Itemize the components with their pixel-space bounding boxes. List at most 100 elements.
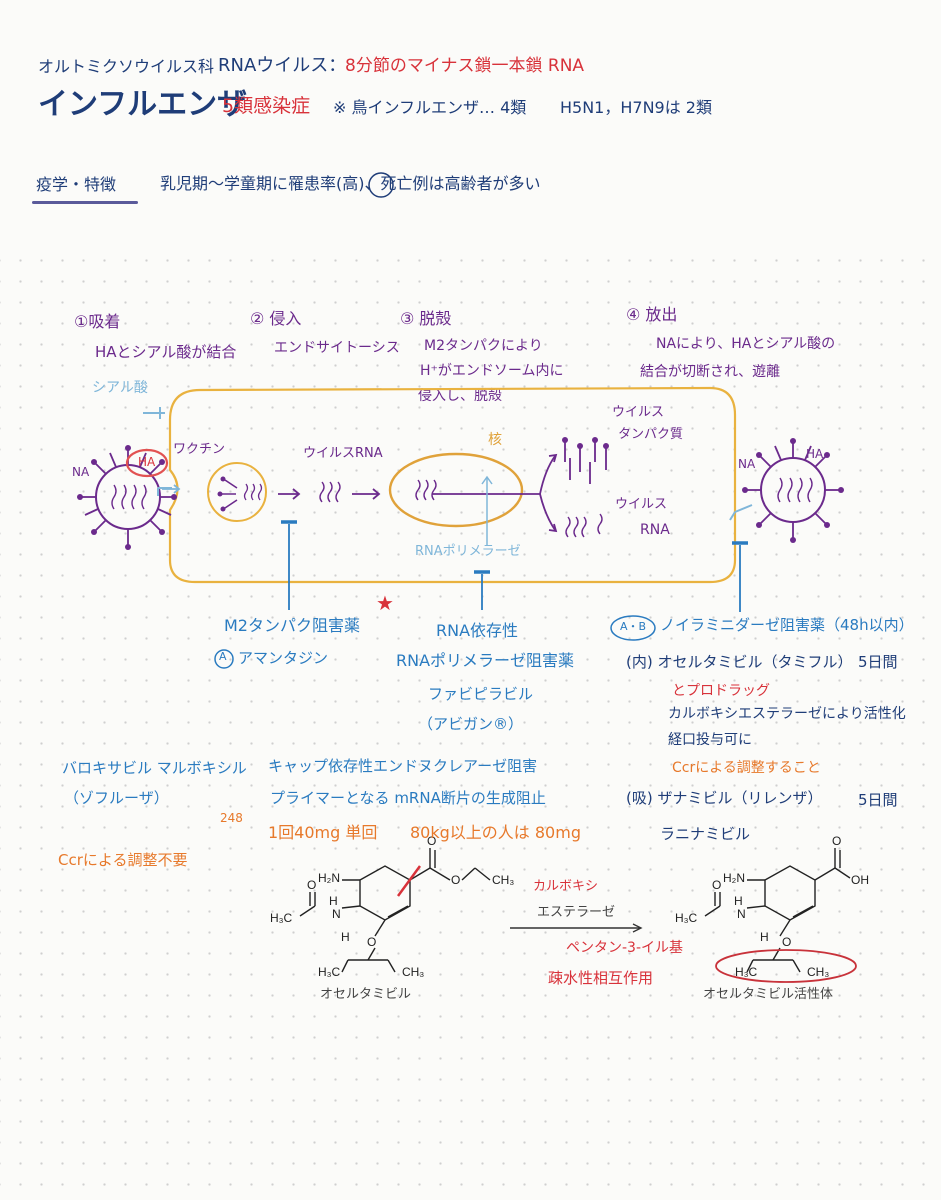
- svg-text:H: H: [760, 930, 769, 944]
- dose-heavy-label: 80kg以上の人は 80mg: [410, 823, 581, 842]
- stage-2-title: ② 侵入: [250, 309, 302, 328]
- vaccine-label: ワクチン: [173, 442, 226, 457]
- viral-rna-squiggles: [319, 481, 341, 503]
- stage-3-desc-3: 侵入し、脱殻: [418, 388, 502, 404]
- avigan-label: （アビガン®）: [418, 715, 524, 733]
- na-right-label: NA: [738, 457, 756, 471]
- ha-left-label: HA: [138, 455, 156, 469]
- hydrophobic-interaction-label: 疎水性相互作用: [548, 969, 654, 987]
- rna-polymerase-label: RNAポリメラーゼ: [415, 544, 521, 559]
- zanamivir-days: 5日間: [858, 791, 898, 809]
- svg-text:CH₃: CH₃: [807, 965, 829, 979]
- sialic-acid-receptor: [143, 407, 165, 419]
- stage-3-title: ③ 脱殻: [400, 309, 452, 328]
- svg-text:O: O: [832, 834, 841, 848]
- svg-text:H: H: [734, 894, 743, 908]
- viral-rna-right-label-1: ウイルス: [615, 497, 668, 512]
- baloxavir-label: バロキサビル マルボキシル: [62, 759, 247, 777]
- process-arrows: [278, 453, 558, 533]
- m2-a-circle: [214, 649, 234, 669]
- prodrug-desc-2: 経口投与可に: [668, 732, 752, 748]
- svg-text:H₃C: H₃C: [270, 911, 293, 925]
- m2-tag: A: [219, 650, 227, 663]
- stage-4-desc-2: 結合が切断され、遊離: [640, 364, 781, 380]
- svg-text:H₃C: H₃C: [675, 911, 698, 925]
- cap-endonuclease-desc: プライマーとなる mRNA断片の生成阻止: [270, 789, 546, 807]
- nucleus-label: 核: [488, 432, 502, 448]
- svg-text:H₃C: H₃C: [735, 965, 758, 979]
- ccr-adjust-note: Ccrによる調整すること: [672, 760, 821, 776]
- stage-4-title: ④ 放出: [626, 305, 678, 324]
- oseltamivir-structure: [299, 848, 491, 973]
- ha-highlight: [125, 448, 169, 478]
- svg-text:O: O: [712, 878, 721, 892]
- epi-text: 乳児期〜学童期に罹患率(高)、死亡例は高齢者が多い: [160, 174, 541, 193]
- arrow-label-2: エステラーゼ: [537, 905, 616, 920]
- oseltamivir-days: 5日間: [858, 653, 898, 671]
- active-metabolite-name: オセルタミビル活性体: [703, 987, 834, 1002]
- active-metabolite-labels: H₂N H N O H₃C H O O OH H₃C CH₃: [675, 834, 869, 979]
- subtype-note: H5N1，H7N9は 2類: [560, 98, 712, 117]
- endosome-outline: [207, 462, 267, 522]
- nucleus-outline: [388, 452, 524, 528]
- cleavage-mark: [396, 865, 422, 897]
- svg-text:O: O: [367, 935, 376, 949]
- stage-1-desc: HAとシアル酸が結合: [95, 343, 237, 361]
- stage-3-desc-1: M2タンパクにより: [424, 338, 543, 354]
- svg-text:O: O: [451, 873, 460, 887]
- viral-proteins: [564, 440, 607, 484]
- svg-text:CH₃: CH₃: [492, 873, 514, 887]
- svg-text:CH₃: CH₃: [402, 965, 424, 979]
- epi-underline: [32, 201, 138, 204]
- star-mark: ★: [376, 591, 394, 615]
- ha-right-label: HA: [806, 447, 824, 461]
- bird-flu-note: ※ 鳥インフルエンザ… 4類: [333, 98, 527, 117]
- stage-1-title: ①吸着: [74, 312, 121, 331]
- svg-text:O: O: [782, 935, 791, 949]
- xofluza-label: （ゾフルーザ）: [64, 789, 169, 807]
- stage-2-desc: エンドサイトーシス: [274, 340, 400, 356]
- host-cell-outline: [168, 386, 737, 584]
- viral-rna-mid-label: ウイルスRNA: [303, 446, 383, 461]
- svg-text:H₂N: H₂N: [723, 871, 745, 885]
- svg-text:H: H: [341, 930, 350, 944]
- m2-inhibitor-title: M2タンパク阻害薬: [224, 616, 360, 635]
- pentyl-group-label: ペンタン-3-イル基: [566, 940, 684, 956]
- cap-endonuclease-title: キャップ依存性エンドヌクレアーゼ阻害: [268, 757, 538, 775]
- viral-protein-label-2: タンパク質: [618, 427, 684, 442]
- inhibitor-lines: [281, 520, 748, 612]
- na-left-label: NA: [72, 465, 90, 479]
- stage-4-desc-1: NAにより、HAとシアル酸の: [656, 336, 836, 352]
- viral-rna-right-label-2: RNA: [640, 522, 670, 538]
- pentyl-highlight: [715, 949, 857, 983]
- ccr-not-needed-note: Ccrによる調整不要: [58, 851, 188, 869]
- oseltamivir-labels: H₂N H N O H₃C H O O O CH₃ H₃C CH₃: [270, 834, 514, 979]
- svg-text:H: H: [329, 894, 338, 908]
- virus-family: オルトミクソウイルス科: [38, 57, 215, 76]
- svg-text:O: O: [427, 834, 436, 848]
- svg-text:OH: OH: [851, 873, 869, 887]
- prodrug-label: とプロドラッグ: [672, 683, 770, 699]
- dose-label: 1回40mg 単回: [268, 823, 378, 842]
- viral-protein-label-1: ウイルス: [612, 405, 665, 420]
- oseltamivir-structure-name: オセルタミビル: [320, 987, 412, 1002]
- sialic-acid-label: シアル酸: [92, 380, 148, 396]
- amantadine-label: アマンタジン: [238, 649, 329, 667]
- na-inhibitor-title: ノイラミニダーゼ阻害薬（48h以内）: [660, 616, 914, 634]
- svg-text:O: O: [307, 878, 316, 892]
- svg-text:N: N: [332, 907, 341, 921]
- rna-virus-label: RNAウイルス：: [218, 55, 347, 76]
- infection-class: 5類感染症: [222, 95, 311, 117]
- header-background: [0, 0, 941, 245]
- rdrp-title-1: RNA依存性: [436, 621, 519, 640]
- svg-text:N: N: [737, 907, 746, 921]
- laninamivir-label: ラニナミビル: [660, 825, 751, 843]
- na-ab-tag: A・B: [620, 620, 647, 633]
- rdrp-title-2: RNAポリメラーゼ阻害薬: [396, 651, 575, 670]
- arrow-label-1: カルボキシ: [533, 879, 599, 894]
- prodrug-desc-1: カルボキシエステラーゼにより活性化: [668, 706, 906, 722]
- page-ref-number: 248: [220, 811, 243, 825]
- na-ab-circle: [610, 615, 656, 641]
- svg-text:H₂N: H₂N: [318, 871, 340, 885]
